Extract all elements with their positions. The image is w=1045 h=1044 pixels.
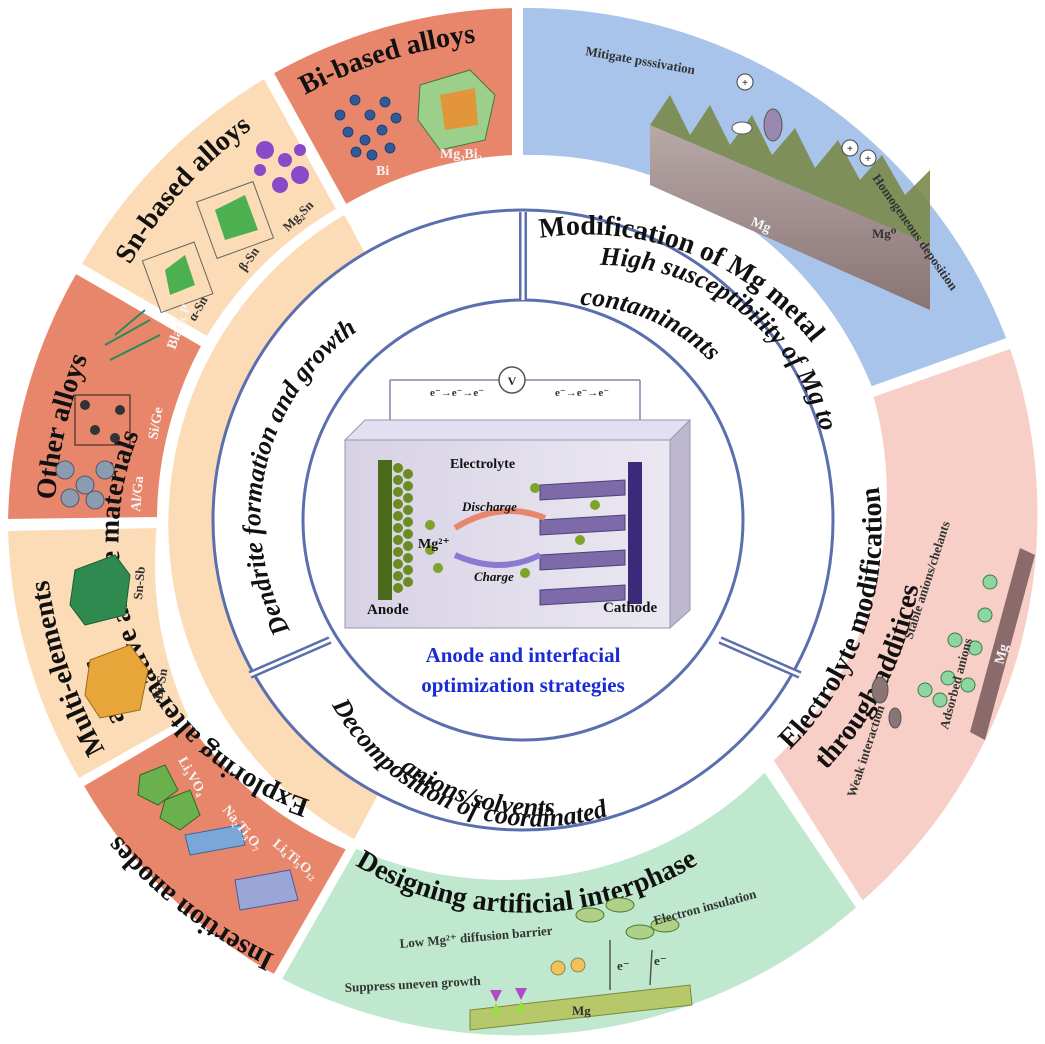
ion-label: Mg²⁺ [418, 537, 450, 552]
mg3bi2-label: Mg₃Bi₂ [440, 147, 482, 162]
cathode-layers [539, 479, 626, 606]
voltmeter-label: V [508, 374, 517, 388]
svg-text:+: + [742, 77, 748, 89]
electron-flow-left: e⁻→e⁻→e⁻ [430, 387, 484, 399]
svg-text:+: + [865, 153, 871, 165]
mg-electrolyte-label: Mg [992, 643, 1012, 666]
al-ga-label: Al/Ga [129, 475, 147, 512]
interphase-illustration: Electron insulation Low Mg²⁺ diffusion b… [344, 886, 759, 1031]
anode-mg-balls [393, 463, 413, 593]
battery-schematic: V e⁻→e⁻→e⁻ e⁻→e⁻→e⁻ Electrolyte Discharg… [343, 366, 692, 630]
bi-crystal-illustration: Bi Mg₃Bi₂ [334, 69, 496, 179]
cathode-plate [628, 462, 642, 604]
mg-interphase-label: Mg [572, 1003, 591, 1018]
mg0-label: Mg⁰ [872, 226, 897, 241]
sector-sn [73, 70, 345, 345]
si-ge-label: Si/Ge [146, 406, 166, 441]
voltmeter [498, 366, 526, 394]
electrolyte-label: Electrolyte [450, 457, 515, 472]
charge-label: Charge [474, 569, 514, 584]
electron-label-1: e⁻ [617, 958, 630, 973]
bi-sn-label: Bi-Sn [150, 667, 170, 701]
sector-bi [265, 1, 518, 213]
anode-label: Anode [367, 602, 409, 618]
cathode-label: Cathode [603, 600, 658, 616]
anode-plate [378, 460, 392, 600]
bi-label: Bi [376, 164, 389, 179]
sector-multi [1, 521, 196, 787]
charge-arrow [453, 552, 542, 568]
mg-substrate-label: Mg [749, 215, 773, 236]
discharge-arrow [453, 507, 547, 531]
svg-text:+: + [847, 143, 853, 155]
divider [719, 638, 801, 677]
divider [249, 638, 331, 677]
mg-ions [425, 483, 600, 578]
sn-sb-label: Sn-Sb [130, 566, 148, 600]
electron-label-2: e⁻ [654, 953, 667, 968]
sector-interphase [273, 763, 864, 1042]
sector-electrolyte [766, 341, 1044, 910]
other-alloys-illustration: Black P Si/Ge Al/Ga [55, 302, 195, 512]
center-title-line1: Anode and interfacial [426, 643, 621, 667]
discharge-label: Discharge [461, 499, 517, 514]
center-title-line2: optimization strategies [421, 673, 625, 697]
multi-alloys-illustration: Sn-Sb Bi-Sn [69, 554, 170, 719]
electron-flow-right: e⁻→e⁻→e⁻ [555, 387, 609, 399]
suppress-label: Suppress uneven growth [344, 973, 481, 995]
sector-other [1, 265, 210, 526]
